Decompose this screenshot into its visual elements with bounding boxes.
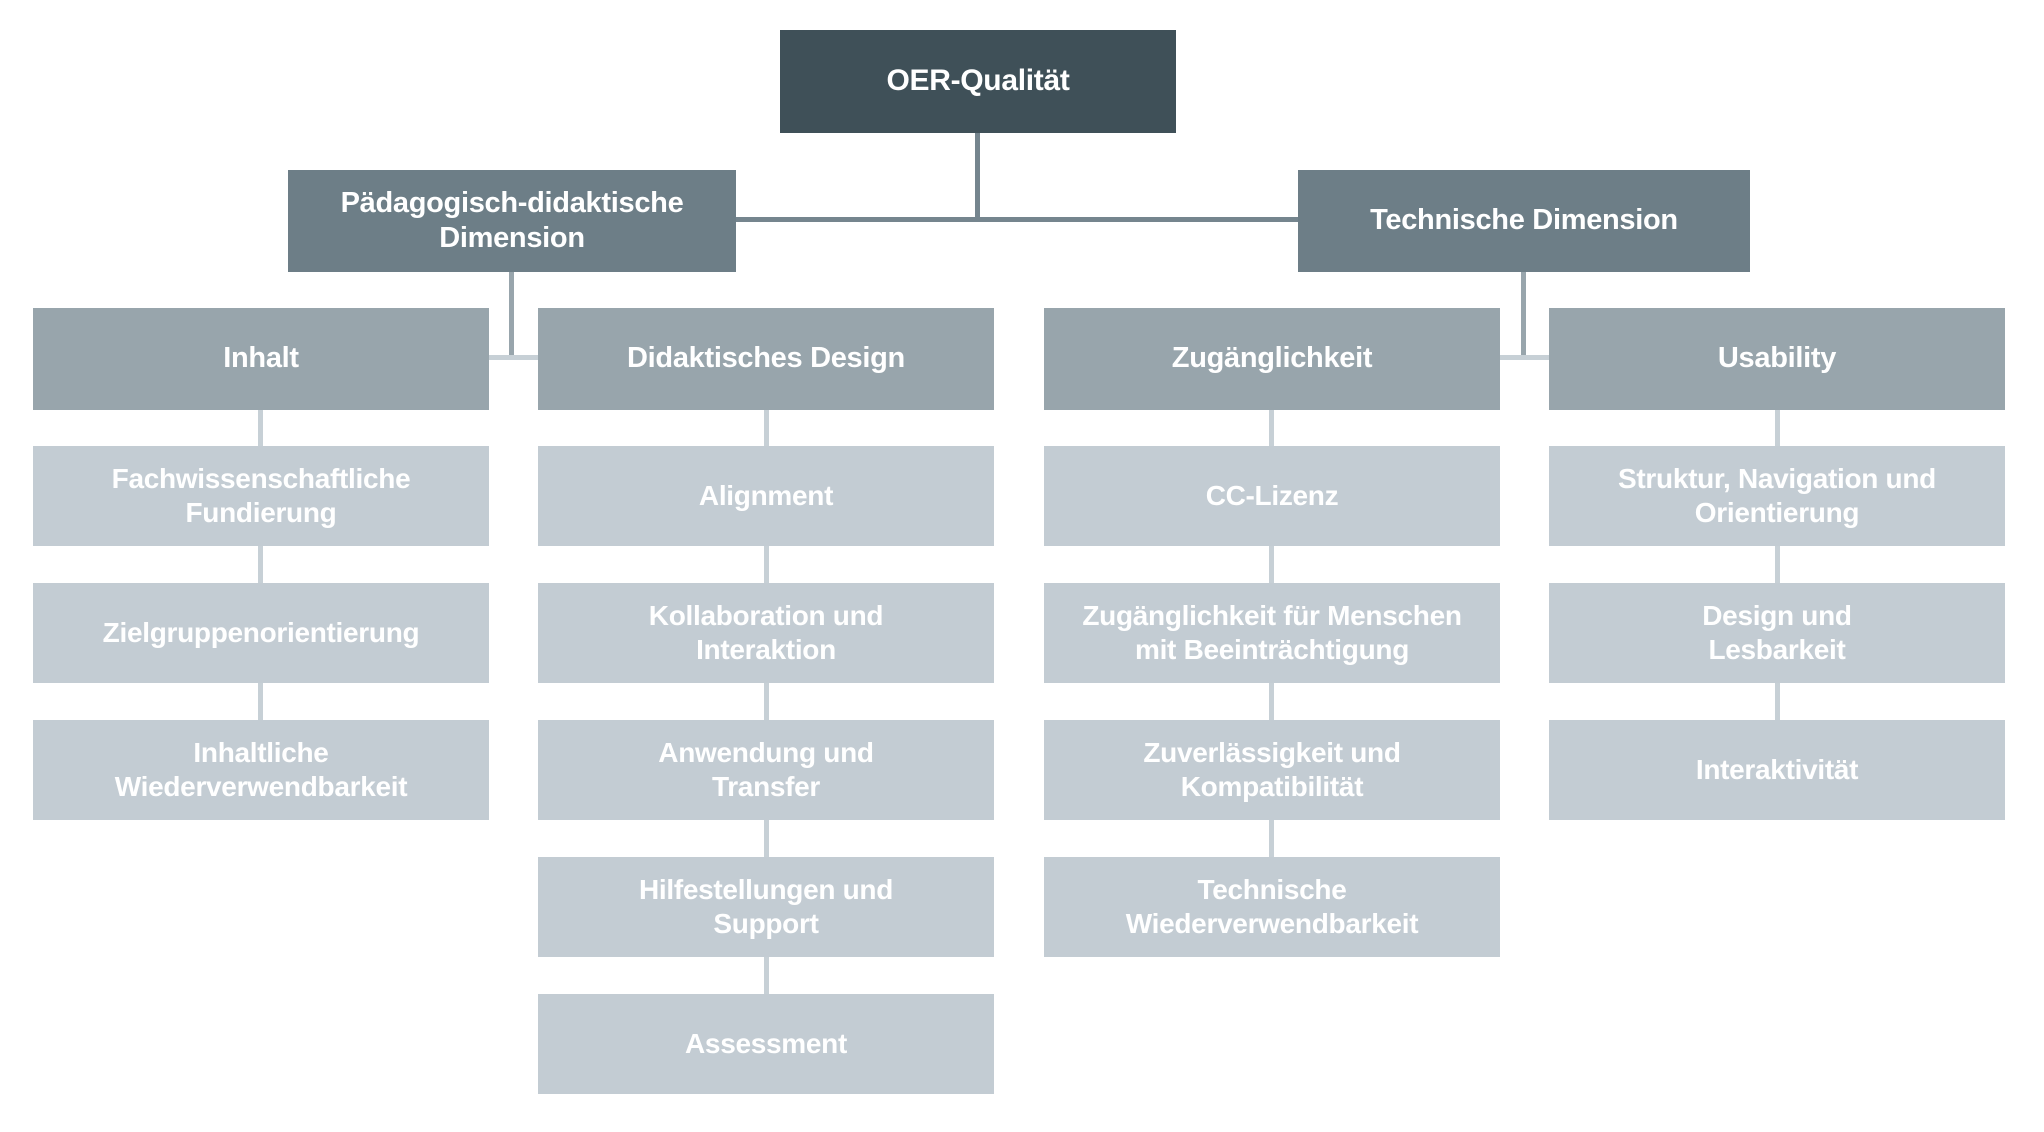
node-paedagogisch-didaktische-dimension: Pädagogisch-didaktische Dimension [288,170,736,272]
node-zuverlaessigkeit-und-kompatibilitaet: Zuverlässigkeit und Kompatibilität [1044,720,1500,820]
connector-col4-gap3 [1775,683,1780,720]
connector-inhalt-didaktisches [489,355,539,360]
node-inhalt: Inhalt [33,308,489,410]
connector-col2-gap2 [764,546,769,583]
node-fachwissenschaftliche-fundierung: Fachwissenschaftliche Fundierung [33,446,489,546]
node-zugaenglichkeit: Zugänglichkeit [1044,308,1500,410]
node-technische-wiederverwendbarkeit: Technische Wiederverwendbarkeit [1044,857,1500,957]
node-didaktisches-design: Didaktisches Design [538,308,994,410]
connector-col3-gap4 [1269,820,1274,857]
connector-col2-gap4 [764,820,769,857]
connector-col2-gap5 [764,957,769,994]
connector-dim-paedagogisch-vertical [509,272,514,360]
connector-col2-gap1 [764,410,769,446]
connector-root-vertical [975,133,980,219]
node-design-und-lesbarkeit: Design und Lesbarkeit [1549,583,2005,683]
node-alignment: Alignment [538,446,994,546]
node-zielgruppenorientierung: Zielgruppenorientierung [33,583,489,683]
node-oer-qualitaet: OER-Qualität [780,30,1176,133]
connector-zugaenglichkeit-usability [1496,355,1552,360]
connector-col1-gap1 [258,410,263,446]
node-hilfestellungen-und-support: Hilfestellungen und Support [538,857,994,957]
connector-col1-gap3 [258,683,263,720]
node-cc-lizenz: CC-Lizenz [1044,446,1500,546]
node-kollaboration-und-interaktion: Kollaboration und Interaktion [538,583,994,683]
node-usability: Usability [1549,308,2005,410]
connector-root-horizontal [736,217,1298,222]
connector-col3-gap2 [1269,546,1274,583]
connector-col4-gap2 [1775,546,1780,583]
connector-col4-gap1 [1775,410,1780,446]
node-technische-dimension: Technische Dimension [1298,170,1750,272]
node-inhaltliche-wiederverwendbarkeit: Inhaltliche Wiederverwendbarkeit [33,720,489,820]
node-zugaenglichkeit-fuer-menschen: Zugänglichkeit für Menschen mit Beeinträ… [1044,583,1500,683]
node-assessment: Assessment [538,994,994,1094]
connector-col3-gap1 [1269,410,1274,446]
node-anwendung-und-transfer: Anwendung und Transfer [538,720,994,820]
connector-col1-gap2 [258,546,263,583]
connector-col2-gap3 [764,683,769,720]
connector-dim-technisch-vertical [1521,271,1526,360]
node-interaktivitaet: Interaktivität [1549,720,2005,820]
connector-col3-gap3 [1269,683,1274,720]
node-struktur-navigation-und-orientierung: Struktur, Navigation und Orientierung [1549,446,2005,546]
